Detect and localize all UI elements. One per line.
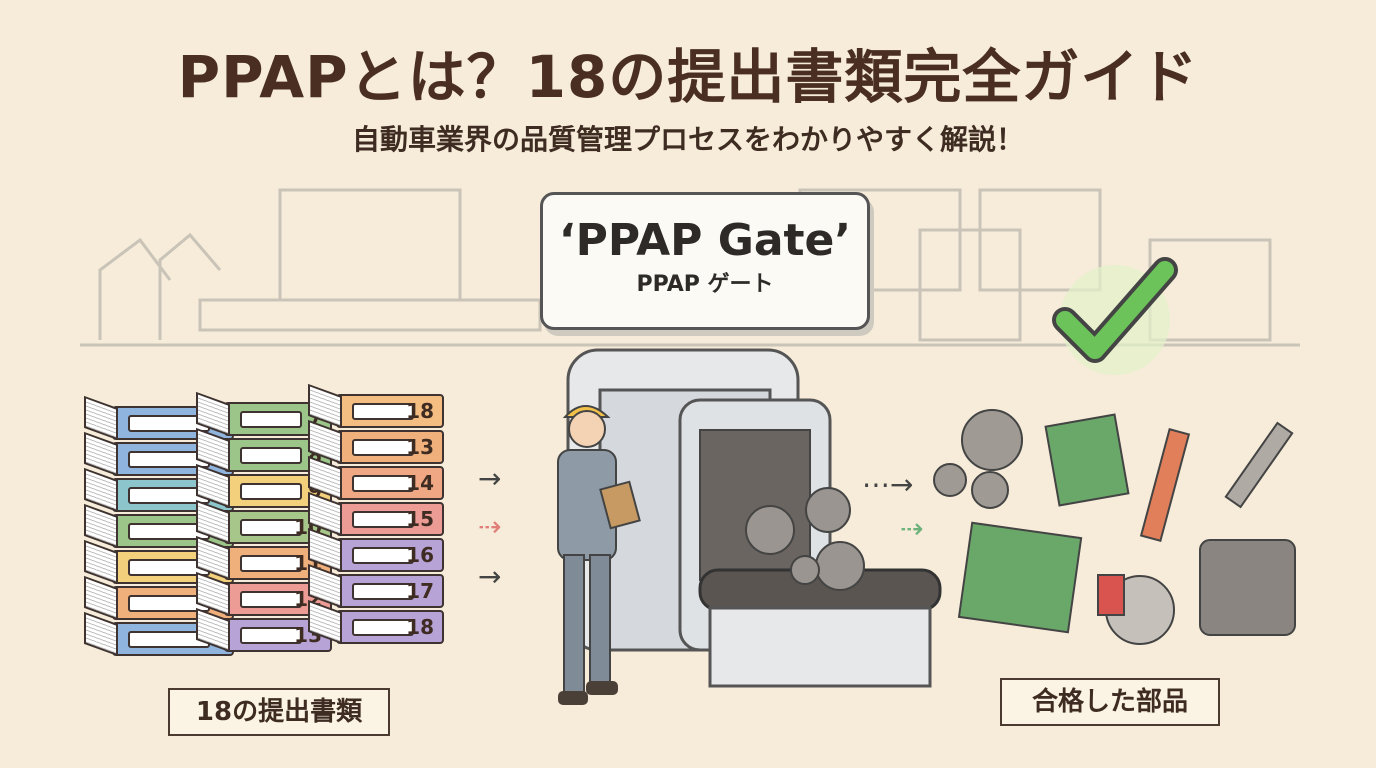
- binder-label: [240, 483, 302, 500]
- subtitle: 自動車業界の品質管理プロセスをわかりやすく解説！: [351, 123, 1024, 156]
- binder-label: [240, 447, 302, 464]
- arrow-icon: ⇢: [900, 512, 924, 545]
- binder-number: 18: [406, 399, 434, 423]
- sign-subtitle: PPAP ゲート: [636, 272, 774, 297]
- binder-label: [352, 583, 414, 600]
- sign-title: ‘PPAP Gate’: [558, 215, 852, 266]
- arrow-icon: ⋯→: [862, 468, 914, 501]
- ppap-gate-sign: ‘PPAP Gate’ PPAP ゲート: [540, 192, 870, 330]
- binder-number: 16: [406, 543, 434, 567]
- binder-number: 14: [406, 471, 434, 495]
- binder: 18: [308, 599, 444, 645]
- page-title: PPAPとは？18の提出書類完全ガイド: [177, 43, 1199, 111]
- worker-with-clipboard: [557, 405, 641, 705]
- binder-label: [352, 547, 414, 564]
- binder: 16: [308, 527, 444, 573]
- binder-number: 18: [406, 615, 434, 639]
- binder-number: 17: [406, 579, 434, 603]
- binder-label: [352, 619, 414, 636]
- submission-documents-banner: 18の提出書類: [168, 688, 390, 736]
- binder-label: [240, 555, 302, 572]
- arrow-icon: →: [478, 560, 502, 593]
- binder-label: [352, 439, 414, 456]
- binder-stacks: 12345617891011121318131415161718: [84, 383, 472, 664]
- binder-label: [240, 627, 302, 644]
- binder-label: [352, 403, 414, 420]
- binder-label: [352, 475, 414, 492]
- binder: 15: [308, 491, 444, 537]
- binder: 17: [308, 563, 444, 609]
- binder-label: [352, 511, 414, 528]
- binder-label: [240, 411, 302, 428]
- binder-label: [240, 591, 302, 608]
- binder-label: [240, 519, 302, 536]
- binder: 14: [308, 455, 444, 501]
- arrow-icon: →: [478, 462, 502, 495]
- binder: 18: [308, 383, 444, 429]
- approved-parts-banner: 合格した部品: [1000, 678, 1220, 726]
- binder: 13: [308, 419, 444, 465]
- check-mark-icon: [1052, 257, 1178, 375]
- binder-number: 13: [406, 435, 434, 459]
- approved-parts: [933, 409, 1296, 645]
- ppap-gate-machine: [566, 348, 942, 688]
- arrow-icon: ⇢: [478, 510, 502, 543]
- binder-number: 15: [406, 507, 434, 531]
